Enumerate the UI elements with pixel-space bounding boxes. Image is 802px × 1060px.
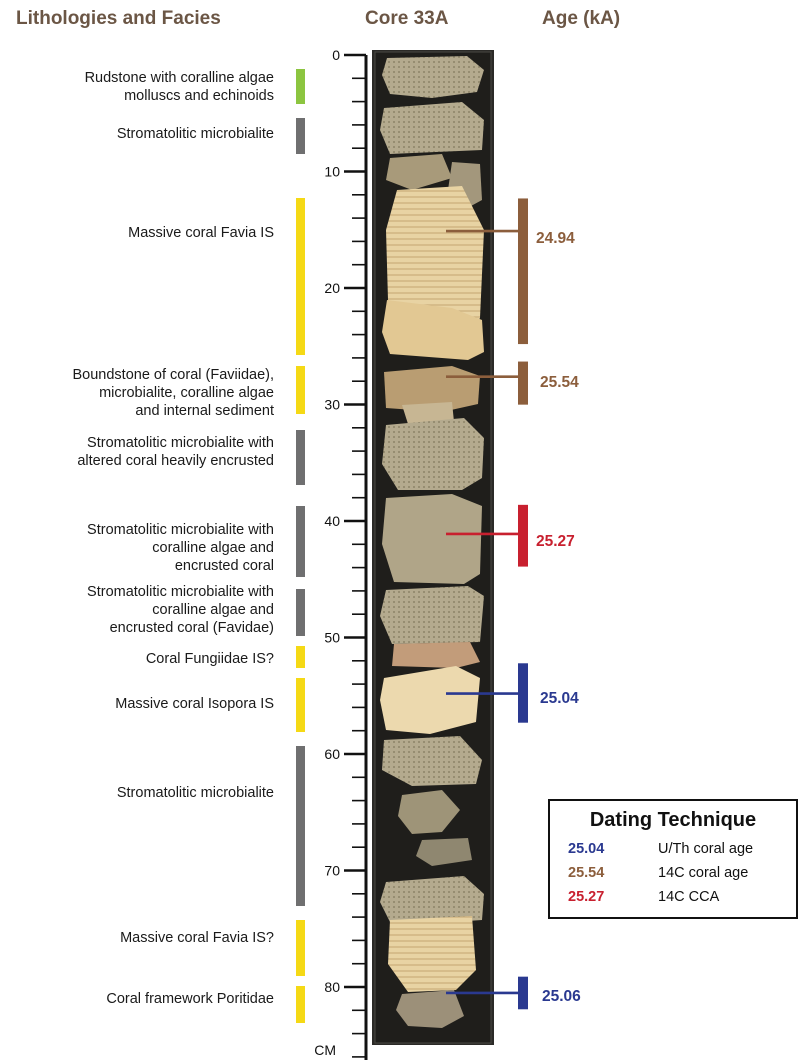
facies-label-stromatolitic-altered: Stromatolitic microbialite withaltered c… <box>77 434 274 470</box>
scale-tick-label: 40 <box>324 513 340 529</box>
core-header: Core 33A <box>365 8 448 30</box>
legend-row-uth: 25.04U/Th coral age <box>568 841 753 857</box>
facies-label-fungiidae: Coral Fungiidae IS? <box>146 650 274 668</box>
age-error-bar <box>518 505 528 567</box>
facies-header: Lithologies and Facies <box>16 8 221 30</box>
facies-label-stromatolitic-coralline: Stromatolitic microbialite withcoralline… <box>87 521 274 575</box>
age-value-25-27: 25.27 <box>536 533 575 551</box>
scale-tick-label: 0 <box>332 47 340 63</box>
scale-tick-label: 10 <box>324 164 340 180</box>
legend-row-14c-coral: 25.5414C coral age <box>568 865 748 881</box>
facies-label-stromatolitic-2: Stromatolitic microbialite <box>117 784 274 802</box>
legend-value-uth: 25.04 <box>568 841 658 857</box>
age-error-bar <box>518 663 528 722</box>
age-header: Age (kA) <box>542 8 620 30</box>
age-value-24-94: 24.94 <box>536 230 575 248</box>
facies-label-stromatolitic-favidae: Stromatolitic microbialite withcoralline… <box>87 583 274 637</box>
dating-technique-legend: Dating Technique 25.04U/Th coral age 25.… <box>548 799 798 919</box>
age-error-bar <box>518 977 528 1010</box>
age-value-25-06: 25.06 <box>542 988 581 1006</box>
depth-scale: 0 10 20 30 40 50 60 70 80 <box>300 40 380 1060</box>
legend-title: Dating Technique <box>550 809 796 832</box>
legend-value-14c-cca: 25.27 <box>568 889 658 905</box>
age-error-bar <box>518 362 528 405</box>
legend-value-14c-coral: 25.54 <box>568 865 658 881</box>
legend-label-14c-coral: 14C coral age <box>658 865 748 881</box>
facies-label-isopora: Massive coral Isopora IS <box>115 695 274 713</box>
legend-label-uth: U/Th coral age <box>658 841 753 857</box>
scale-tick-label: 80 <box>324 979 340 995</box>
scale-tick-label: 70 <box>324 863 340 879</box>
scale-tick-label: 30 <box>324 397 340 413</box>
facies-label-boundstone: Boundstone of coral (Faviidae),microbial… <box>73 366 275 420</box>
scale-unit-label: CM <box>296 1042 336 1058</box>
facies-label-rudstone: Rudstone with coralline algaemolluscs an… <box>85 69 274 105</box>
scale-tick-label: 60 <box>324 746 340 762</box>
facies-label-stromatolitic-1: Stromatolitic microbialite <box>117 125 274 143</box>
facies-label-poritidae: Coral framework Poritidae <box>106 990 274 1008</box>
scale-tick-label: 50 <box>324 630 340 646</box>
age-value-25-54: 25.54 <box>540 374 579 392</box>
scale-tick-label: 20 <box>324 280 340 296</box>
legend-row-14c-cca: 25.2714C CCA <box>568 889 719 905</box>
facies-label-favia: Massive coral Favia IS <box>128 224 274 242</box>
legend-label-14c-cca: 14C CCA <box>658 889 719 905</box>
facies-label-favia-2: Massive coral Favia IS? <box>120 929 274 947</box>
core-photo <box>372 50 494 1045</box>
age-error-bar <box>518 198 528 344</box>
age-value-25-04: 25.04 <box>540 690 579 708</box>
